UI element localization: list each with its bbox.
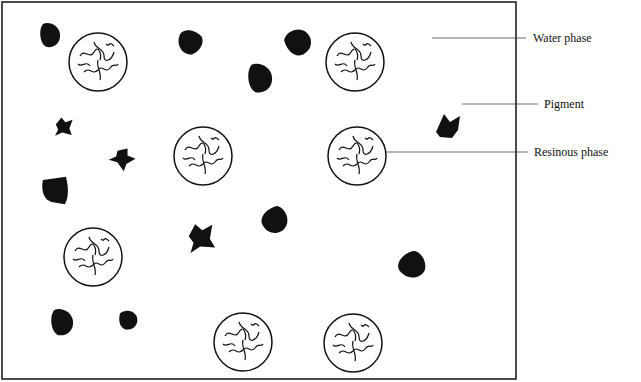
pigment-particles [40,23,460,335]
part-label: Pigment [543,98,585,110]
part-label: Water phase [532,32,593,44]
part-label: Resinous phase [533,146,609,158]
leader-lines [386,38,538,152]
frame [2,2,516,379]
resin-chains [73,42,377,361]
resin-particles [64,33,386,372]
